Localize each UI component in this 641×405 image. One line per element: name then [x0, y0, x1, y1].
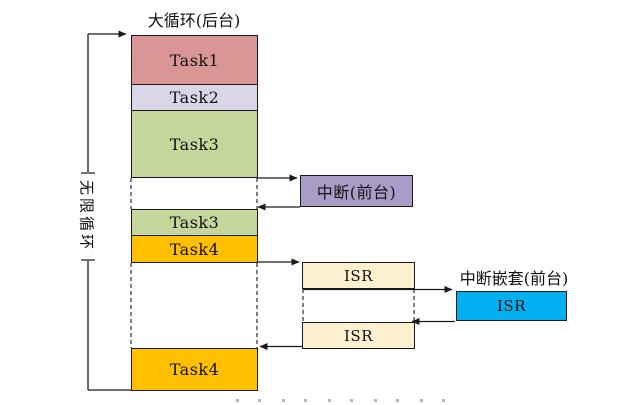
task-label: Task4 [169, 239, 220, 259]
clipped-caption-remnant [236, 399, 452, 402]
isr-label: ISR [344, 326, 373, 345]
task-label: Task1 [169, 50, 220, 70]
task-label: Task4 [169, 360, 220, 379]
task-label: Task3 [169, 134, 220, 154]
task-box-task3: Task3 [131, 110, 258, 178]
task-box-task4: Task4 [131, 235, 258, 263]
isr-box-1: ISR [302, 262, 415, 289]
interrupt-foreground-box: 中断(前台) [300, 175, 413, 207]
task-box-task2: Task2 [131, 84, 258, 111]
task-label: Task2 [169, 88, 220, 107]
task-label: Task3 [169, 213, 220, 232]
task-box-task3-resumed: Task3 [131, 209, 258, 236]
nested-isr-box: ISR [456, 291, 567, 321]
isr-label: ISR [497, 297, 526, 315]
infinite-loop-label: 无限循环 [77, 179, 96, 253]
interrupt-label: 中断(前台) [316, 183, 397, 202]
background-loop-title: 大循环(后台) [147, 11, 241, 30]
isr-label: ISR [344, 266, 373, 285]
nested-interrupt-title: 中断嵌套(前台) [459, 269, 569, 288]
task-box-task1: Task1 [131, 35, 258, 85]
task-box-task4-resumed: Task4 [131, 348, 258, 391]
isr-box-2: ISR [302, 322, 415, 349]
